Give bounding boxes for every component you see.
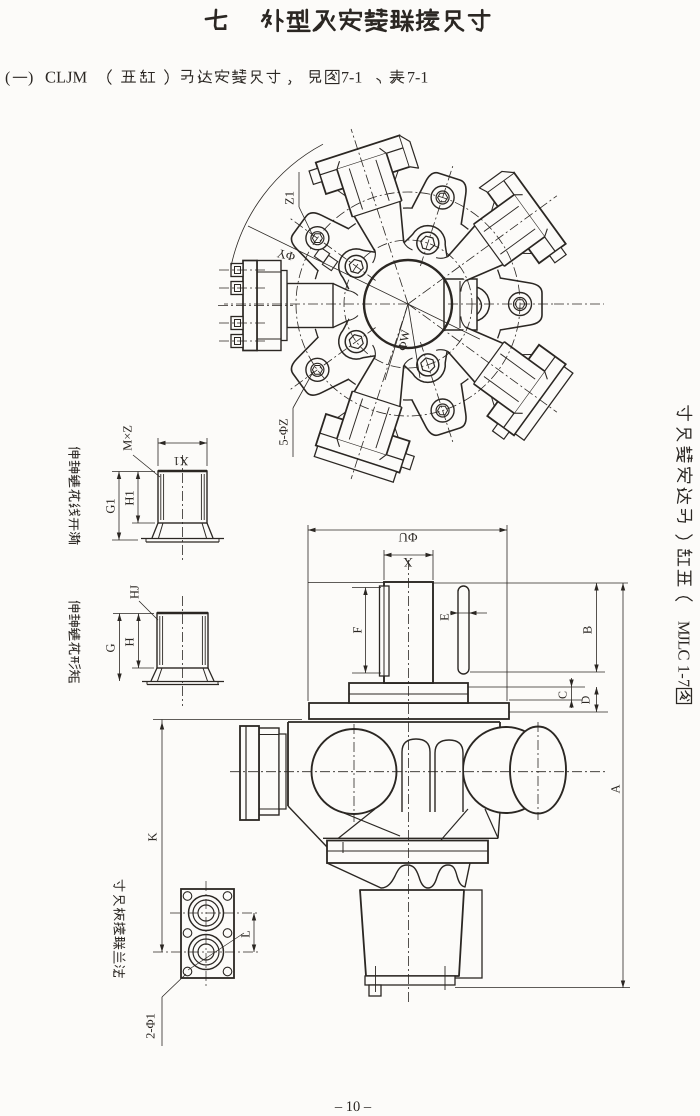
- svg-text:B: B: [581, 626, 595, 634]
- svg-text:CLJM: CLJM: [45, 68, 88, 87]
- svg-text:F: F: [351, 626, 365, 633]
- svg-text:ΦW: ΦW: [395, 329, 412, 352]
- svg-text:): ): [28, 70, 33, 87]
- svg-text:G1: G1: [104, 498, 118, 513]
- svg-text:L: L: [675, 640, 694, 650]
- svg-text:(: (: [5, 70, 10, 87]
- svg-text:L: L: [239, 930, 253, 938]
- svg-text:M: M: [675, 621, 694, 636]
- svg-text:1: 1: [675, 665, 694, 673]
- svg-text:X1: X1: [173, 454, 188, 468]
- svg-text:HJ: HJ: [128, 585, 142, 599]
- svg-text:A: A: [609, 784, 623, 793]
- svg-text:ΦU: ΦU: [398, 530, 418, 545]
- svg-text:7-1: 7-1: [407, 70, 428, 87]
- svg-text:G: G: [104, 643, 118, 652]
- svg-text:J: J: [675, 634, 694, 641]
- svg-text:7-1: 7-1: [341, 70, 362, 87]
- svg-text:E: E: [438, 613, 452, 621]
- svg-text:– 10 –: – 10 –: [334, 1099, 372, 1115]
- svg-text:C: C: [675, 649, 694, 660]
- svg-text:Z1: Z1: [283, 191, 297, 205]
- svg-text:K: K: [146, 832, 160, 841]
- svg-text:H: H: [123, 637, 137, 646]
- svg-text:X: X: [403, 555, 413, 570]
- svg-text:ΦY: ΦY: [276, 246, 297, 264]
- svg-text:D: D: [579, 695, 593, 704]
- svg-text:C: C: [556, 691, 570, 699]
- svg-text:M×Z: M×Z: [121, 425, 135, 451]
- svg-text:7: 7: [675, 679, 694, 687]
- svg-text:-: -: [675, 673, 694, 679]
- svg-text:H1: H1: [123, 490, 137, 505]
- svg-text:5-ΦZ: 5-ΦZ: [277, 418, 291, 445]
- svg-text:2-Φ1: 2-Φ1: [144, 1013, 158, 1039]
